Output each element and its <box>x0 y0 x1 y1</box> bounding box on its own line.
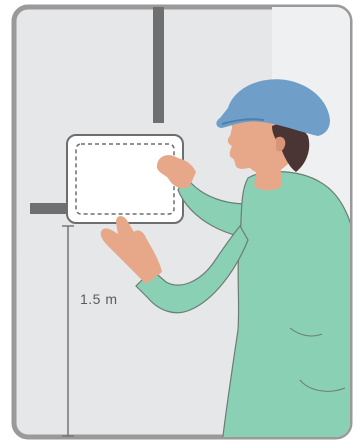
wall-panel-outline <box>67 135 183 223</box>
horizontal-conduit <box>30 203 68 214</box>
vertical-conduit <box>153 7 164 123</box>
height-dimension-label: 1.5 m <box>80 291 118 307</box>
